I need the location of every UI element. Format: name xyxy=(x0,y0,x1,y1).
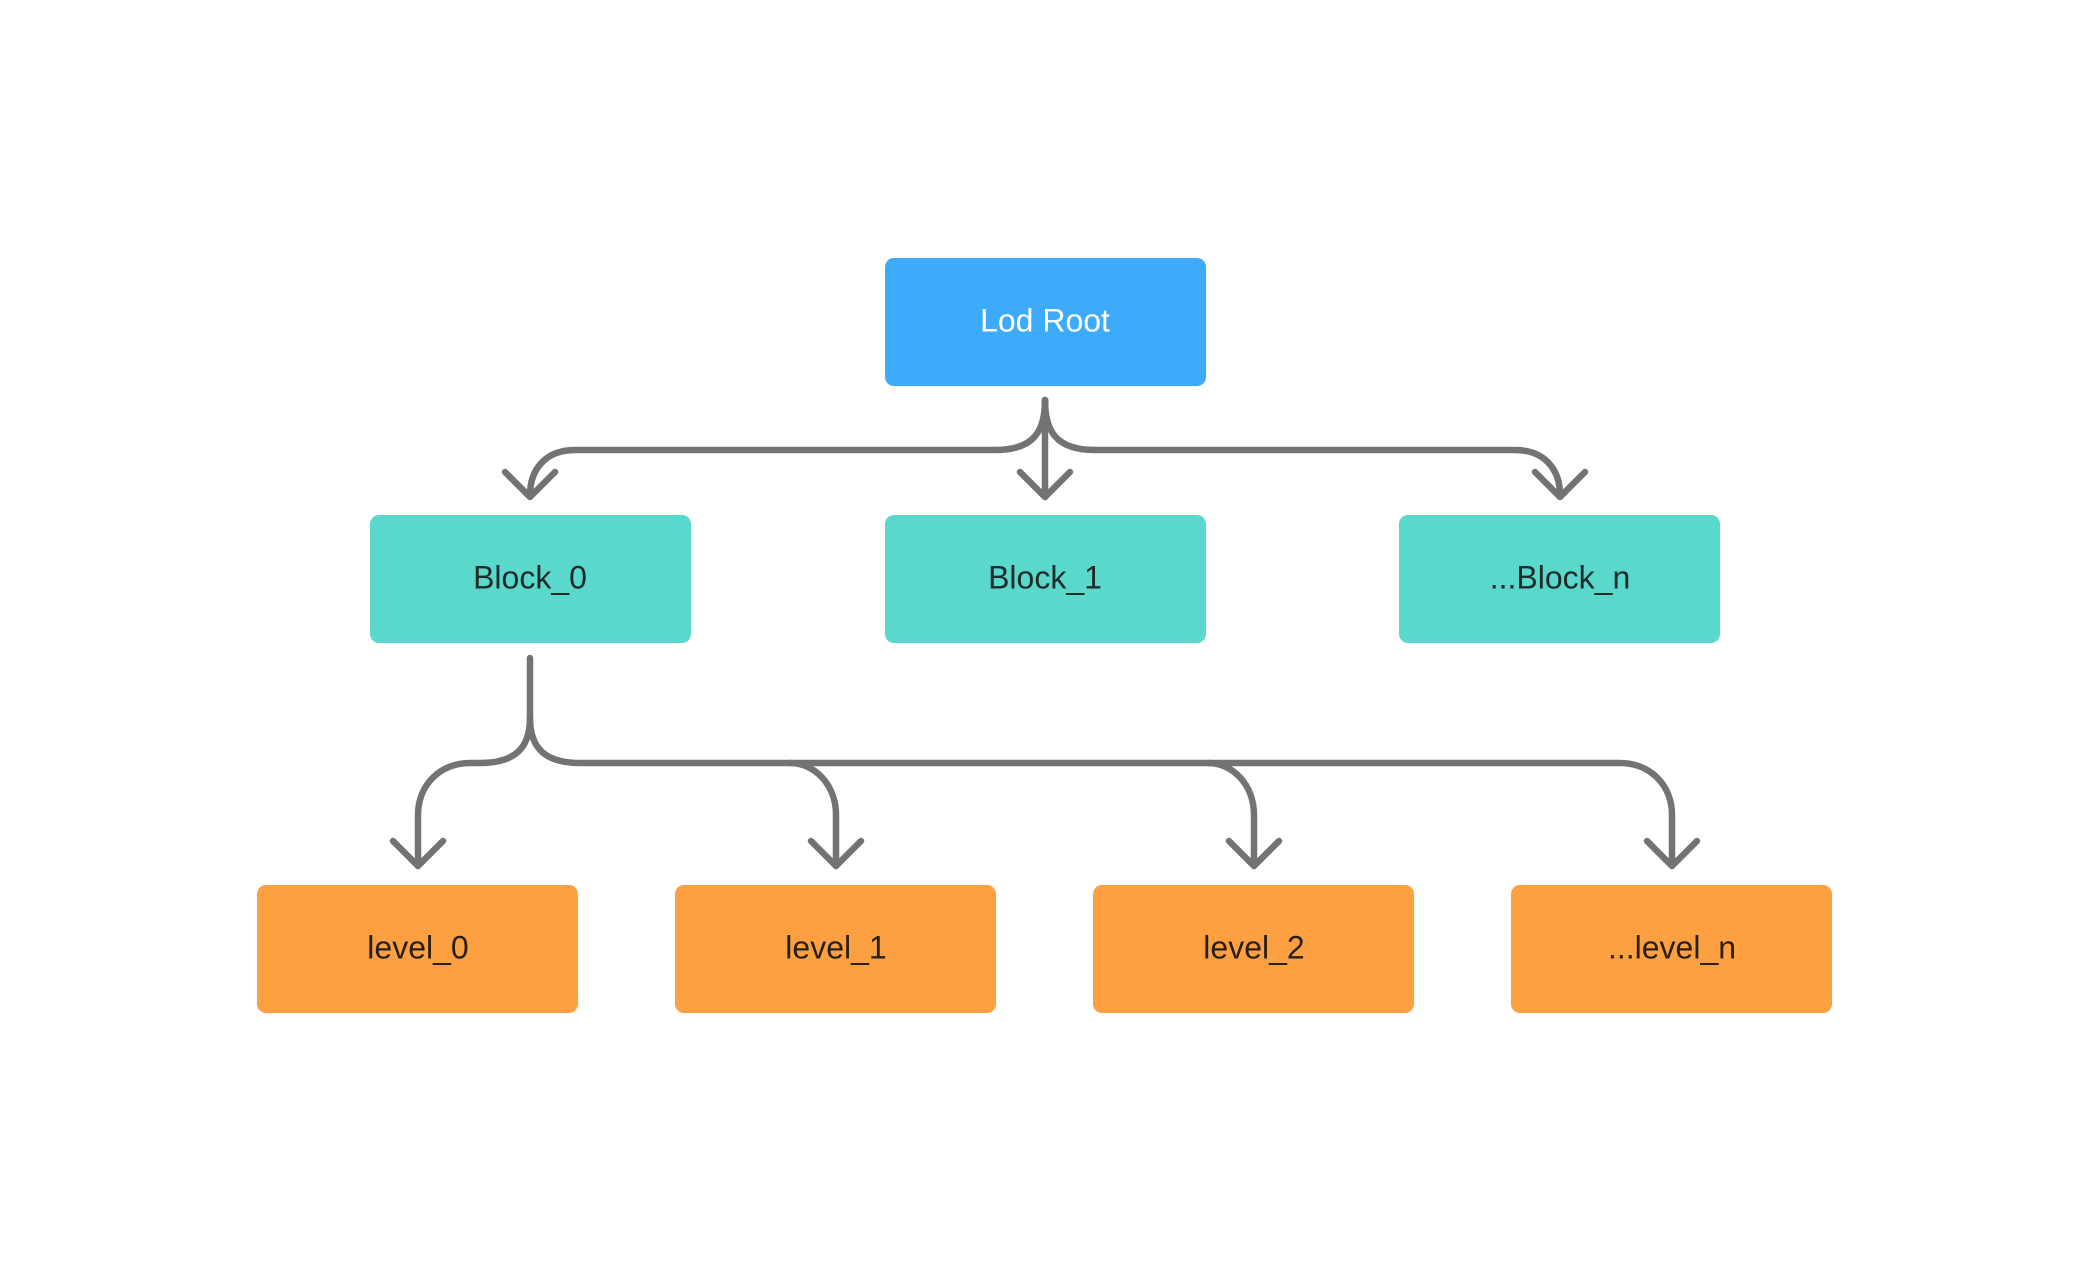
level-nodes: level_0 level_1 level_2 ...level_n xyxy=(257,885,1832,1013)
connector-block0-horizontal xyxy=(526,714,1676,870)
root-node: Lod Root xyxy=(885,258,1206,386)
level-node-1: level_1 xyxy=(675,885,996,1013)
arrowhead-level-0 xyxy=(389,837,447,870)
block-node-0: Block_0 xyxy=(370,515,691,643)
block-node-n-box xyxy=(1399,515,1720,643)
connector-root-to-block-n xyxy=(1041,396,1564,499)
block-node-1-label: Block_1 xyxy=(988,559,1102,595)
level-node-2-label: level_2 xyxy=(1203,929,1304,965)
root-node-label: Lod Root xyxy=(980,302,1110,338)
block-node-1: Block_1 xyxy=(885,515,1206,643)
root-to-blocks-connectors xyxy=(501,396,1589,501)
connector-root-to-block-0 xyxy=(526,396,1049,499)
block0-to-levels-connectors xyxy=(389,654,1701,870)
arrowhead-level-n xyxy=(1643,837,1701,870)
connector-block0-to-level-2 xyxy=(1204,759,1258,870)
level-node-2: level_2 xyxy=(1093,885,1414,1013)
level-node-1-label: level_1 xyxy=(785,929,886,965)
block-node-0-box xyxy=(370,515,691,643)
block-nodes: Block_0 Block_1 ...Block_n xyxy=(370,515,1720,643)
level-node-0: level_0 xyxy=(257,885,578,1013)
level-node-1-box xyxy=(675,885,996,1013)
arrowhead-block-0 xyxy=(501,468,559,501)
arrowhead-block-1 xyxy=(1016,468,1074,501)
block-node-1-box xyxy=(885,515,1206,643)
block-node-n: ...Block_n xyxy=(1399,515,1720,643)
level-node-n-box xyxy=(1511,885,1832,1013)
block-node-n-label: ...Block_n xyxy=(1490,559,1631,595)
connector-block0-to-level-0 xyxy=(414,654,534,870)
root-node-box xyxy=(885,258,1206,386)
level-node-n-label: ...level_n xyxy=(1608,929,1736,965)
arrowhead-block-n xyxy=(1531,468,1589,501)
level-node-n: ...level_n xyxy=(1511,885,1832,1013)
arrowhead-level-1 xyxy=(807,837,865,870)
connector-block0-to-level-1 xyxy=(786,759,840,870)
level-node-0-box xyxy=(257,885,578,1013)
arrowhead-level-2 xyxy=(1225,837,1283,870)
block-node-0-label: Block_0 xyxy=(473,559,587,595)
level-node-0-label: level_0 xyxy=(367,929,468,965)
level-node-2-box xyxy=(1093,885,1414,1013)
